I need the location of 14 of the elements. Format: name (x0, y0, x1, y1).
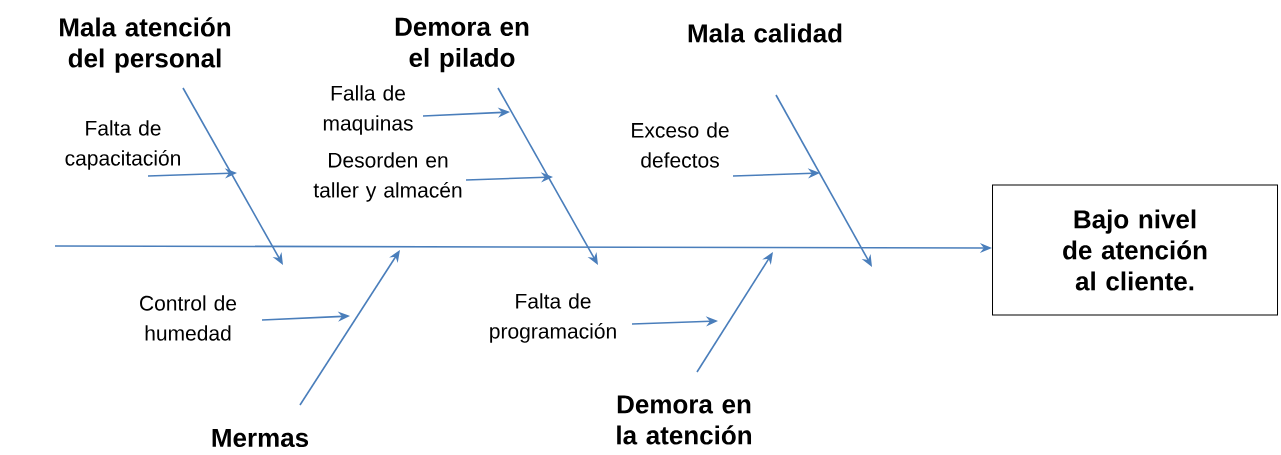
category-label: Mala atención del personal (60, 17, 231, 73)
cause-label: Falta de programación (490, 293, 616, 343)
cause-label: Falta de capacitación (65, 120, 180, 170)
category-label: Demora en el pilado (395, 17, 529, 73)
effect-box: Bajo nivel de atención al cliente. (992, 184, 1278, 316)
cause-label: Desorden en taller y almacén (313, 152, 462, 202)
bone-arrow (696, 252, 773, 373)
cause-label: Exceso de defectos (632, 122, 729, 168)
cause-label: Falla de maquinas (323, 85, 413, 135)
bone-arrow (299, 250, 400, 406)
category-label: Demora en la atención (617, 395, 751, 445)
category-label: Mala calidad (688, 23, 842, 43)
category-label: Mermas (212, 428, 309, 448)
cause-label: Control de humedad (140, 295, 237, 341)
